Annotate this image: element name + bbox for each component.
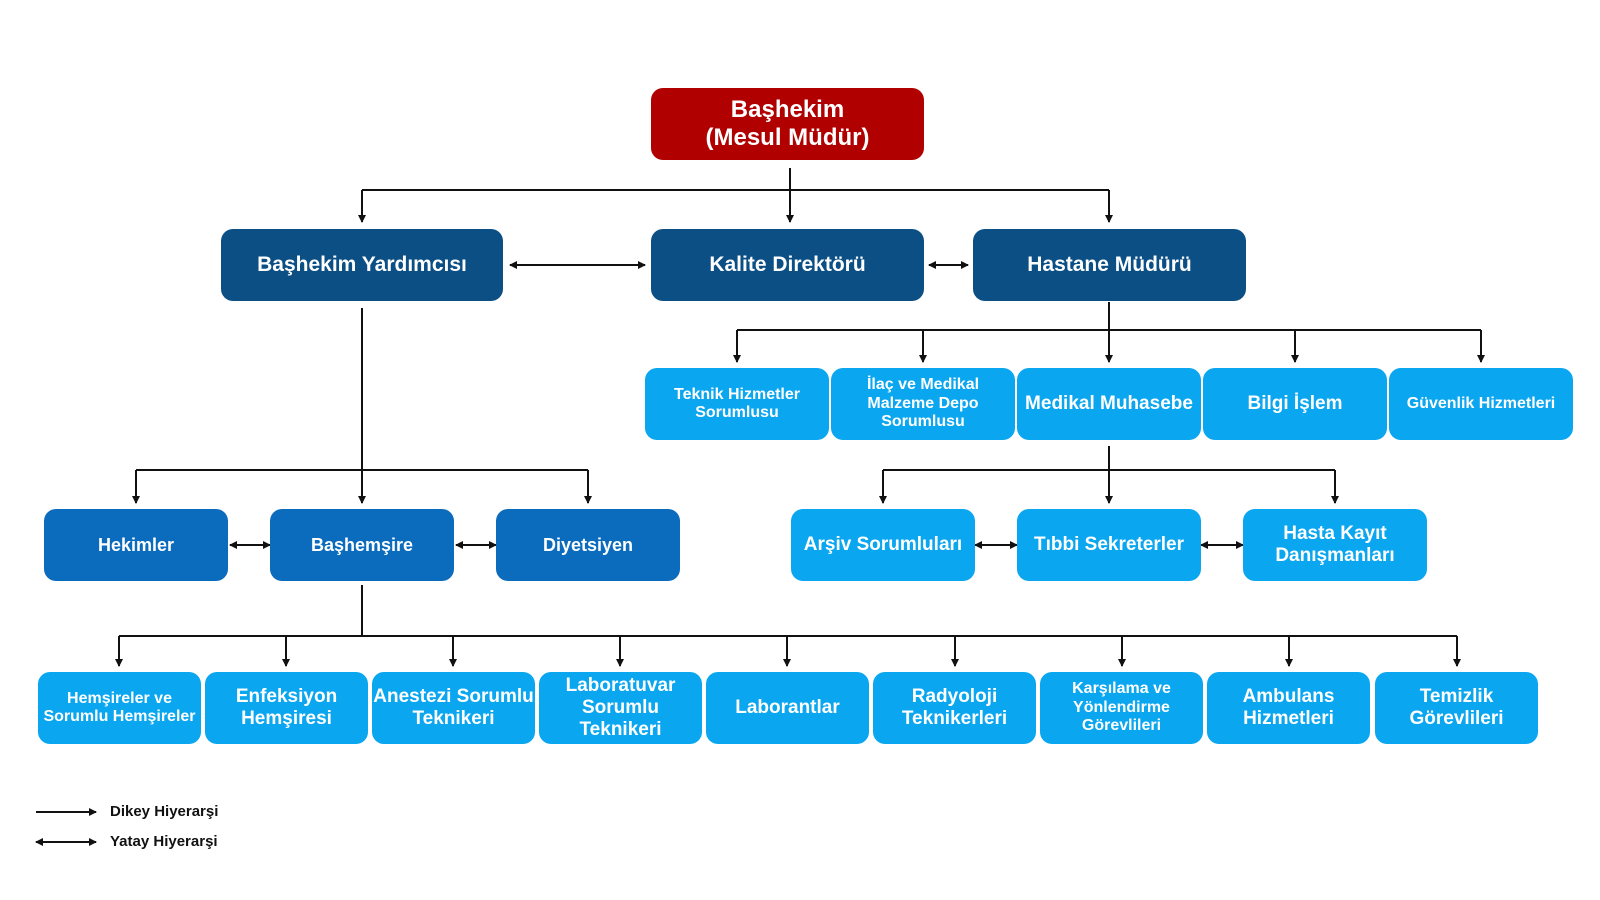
- laboratory-technician-box: Laboratuvar Sorumlu Teknikeri: [539, 672, 702, 744]
- nurses-box: Hemşireler ve Sorumlu Hemşireler: [38, 672, 201, 744]
- hospital-manager-box: Hastane Müdürü: [973, 229, 1246, 301]
- reception-staff-box: Karşılama ve Yönlendirme Görevlileri: [1040, 672, 1203, 744]
- ambulance-services-box: Ambulans Hizmetleri: [1207, 672, 1370, 744]
- laborants-box: Laborantlar: [706, 672, 869, 744]
- quality-director-box: Kalite Direktörü: [651, 229, 924, 301]
- security-services-box: Güvenlik Hizmetleri: [1389, 368, 1573, 440]
- medical-secretaries-box: Tıbbi Sekreterler: [1017, 509, 1201, 581]
- it-box: Bilgi İşlem: [1203, 368, 1387, 440]
- drug-medical-supply-box: İlaç ve Medikal Malzeme Depo Sorumlusu: [831, 368, 1015, 440]
- radiology-technicians-box: Radyoloji Teknikerleri: [873, 672, 1036, 744]
- cleaning-staff-box: Temizlik Görevlileri: [1375, 672, 1538, 744]
- infection-nurse-box: Enfeksiyon Hemşiresi: [205, 672, 368, 744]
- legend-horizontal-label: Yatay Hiyerarşi: [110, 833, 218, 850]
- head-nurse-box: Başhemşire: [270, 509, 454, 581]
- anesthesia-technician-box: Anestezi Sorumlu Teknikeri: [372, 672, 535, 744]
- archive-officers-box: Arşiv Sorumluları: [791, 509, 975, 581]
- technical-services-box: Teknik Hizmetler Sorumlusu: [645, 368, 829, 440]
- dietitian-box: Diyetsiyen: [496, 509, 680, 581]
- medical-accounting-box: Medikal Muhasebe: [1017, 368, 1201, 440]
- chief-physician-box: Başhekim (Mesul Müdür): [651, 88, 924, 160]
- legend-vertical-label: Dikey Hiyerarşi: [110, 803, 219, 820]
- patient-registration-box: Hasta Kayıt Danışmanları: [1243, 509, 1427, 581]
- deputy-chief-physician-box: Başhekim Yardımcısı: [221, 229, 503, 301]
- physicians-box: Hekimler: [44, 509, 228, 581]
